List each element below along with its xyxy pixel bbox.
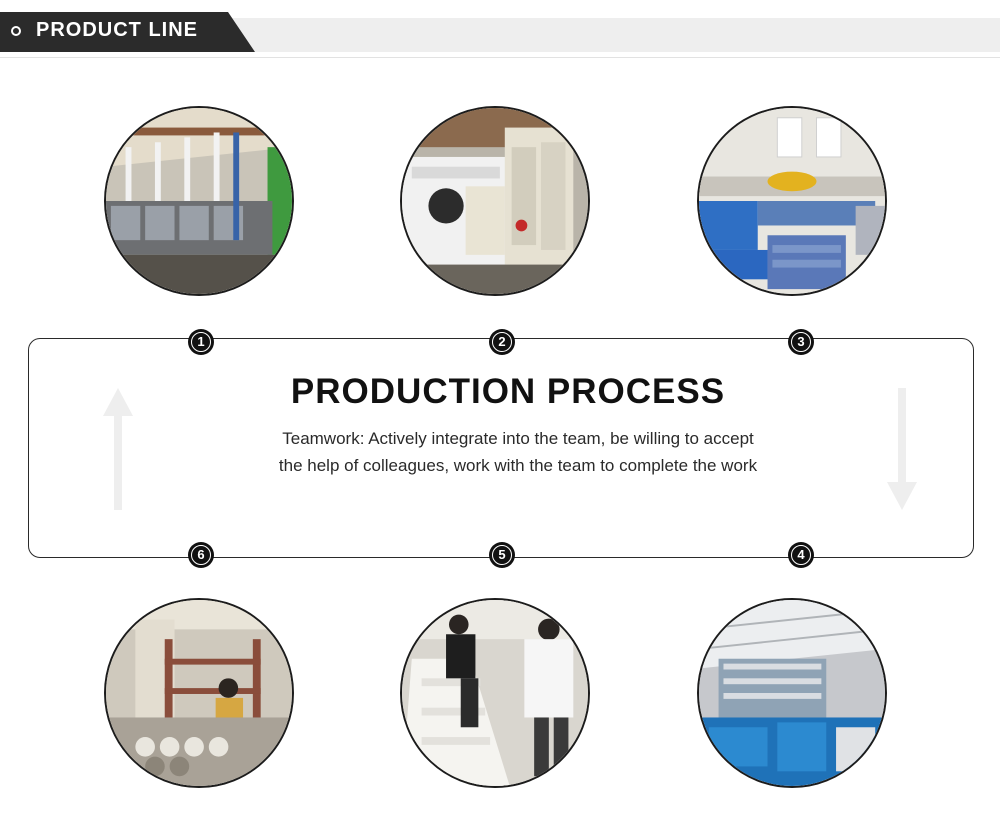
step-2-photo (400, 106, 590, 296)
step-4-photo (697, 598, 887, 788)
header-divider (0, 57, 1000, 58)
step-badge-6: 6 (188, 542, 214, 568)
step-number: 1 (191, 332, 211, 352)
process-description: Teamwork: Actively integrate into the te… (278, 429, 758, 475)
step-number: 3 (791, 332, 811, 352)
arrow-down-icon (887, 388, 917, 510)
step-5-photo (400, 598, 590, 788)
step-6-photo (104, 598, 294, 788)
section-title: PRODUCT LINE (36, 19, 198, 41)
step-3-photo (697, 106, 887, 296)
step-number: 6 (191, 545, 211, 565)
arrow-up-icon (103, 388, 133, 510)
step-number: 4 (791, 545, 811, 565)
step-number: 2 (492, 332, 512, 352)
step-badge-3: 3 (788, 329, 814, 355)
step-badge-4: 4 (788, 542, 814, 568)
step-badge-1: 1 (188, 329, 214, 355)
step-badge-5: 5 (489, 542, 515, 568)
process-title: PRODUCTION PROCESS (290, 372, 726, 411)
circle-bullet-icon (11, 26, 21, 36)
header-tab (0, 12, 255, 52)
step-number: 5 (492, 545, 512, 565)
step-badge-2: 2 (489, 329, 515, 355)
production-process-panel (28, 338, 974, 558)
step-1-photo (104, 106, 294, 296)
